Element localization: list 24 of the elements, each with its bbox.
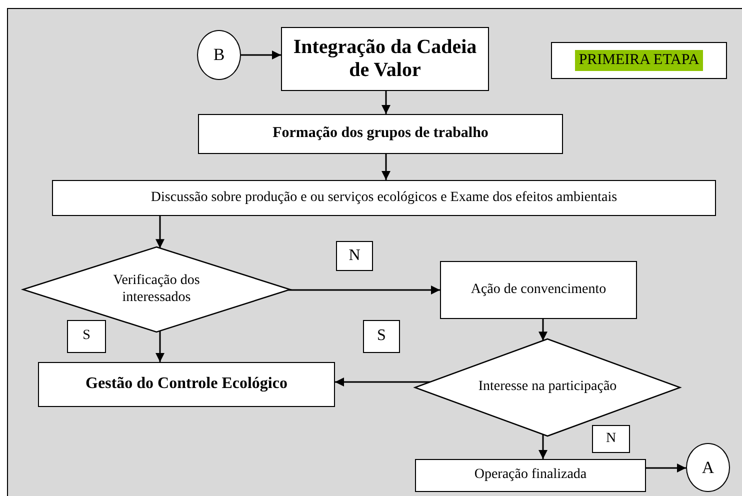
arrow: [382, 91, 390, 114]
arrow: [241, 50, 281, 60]
process-box: Ação de convencimento: [440, 261, 637, 319]
decision-label: Verificação dos interessados: [112, 272, 201, 306]
process-box: Discussão sobre produção e ou serviços ecológicos e Exame dos efeitos ambientais: [52, 180, 716, 216]
answer-tag: S: [67, 320, 106, 353]
decision-label: Interesse na participação: [478, 379, 617, 396]
arrow: [538, 319, 548, 341]
process-box: Formação dos grupos de trabalho: [198, 114, 563, 154]
process-box: Operação finalizada: [415, 459, 646, 492]
process-box: Gestão do Controle Ecológico: [38, 362, 335, 407]
arrow: [646, 464, 686, 472]
arrow: [382, 154, 390, 180]
arrow: [156, 330, 164, 362]
answer-tag: N: [336, 241, 373, 271]
arrow: [538, 434, 548, 459]
answer-tag: N: [592, 425, 630, 453]
answer-tag: S: [363, 320, 400, 353]
stage-box: [551, 42, 727, 79]
stage-label: PRIMEIRA ETAPA: [574, 50, 704, 72]
process-box: Integração da Cadeia de Valor: [281, 27, 489, 91]
arrow: [335, 378, 430, 386]
arrow: [288, 286, 440, 294]
arrow: [156, 216, 164, 248]
